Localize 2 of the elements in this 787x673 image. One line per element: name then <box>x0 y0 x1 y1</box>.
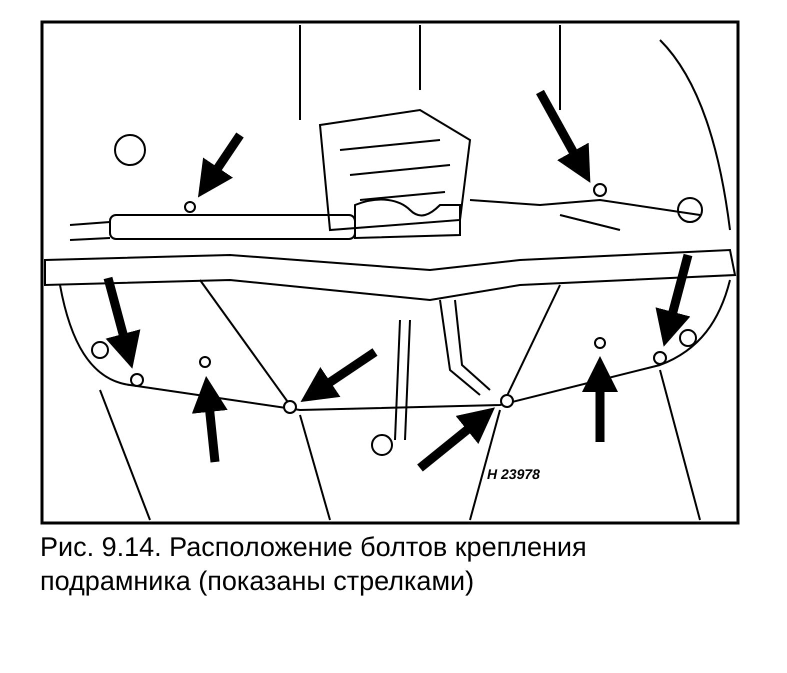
drawing-number: H 23978 <box>487 466 540 482</box>
figure-caption: Рис. 9.14. Расположение болтов крепления подрамника (показаны стрелками) <box>40 531 588 598</box>
